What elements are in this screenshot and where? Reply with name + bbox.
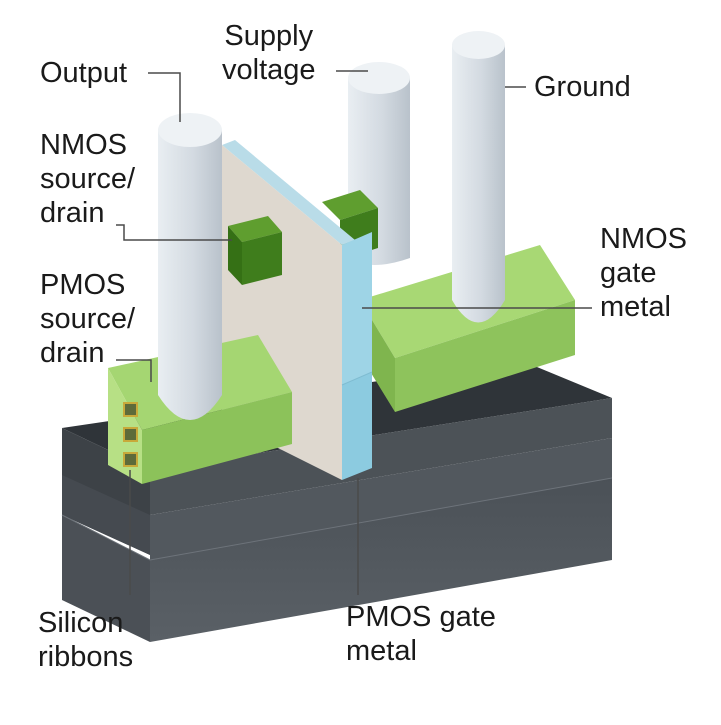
label-supply-voltage: Supply voltage — [222, 20, 316, 86]
label-nmos-source-drain: NMOS source/ drain — [40, 129, 136, 229]
label-silicon-ribbons: Silicon ribbons — [38, 607, 134, 673]
output-pillar — [158, 113, 222, 420]
label-pmos-gate-metal: PMOS gate metal — [346, 601, 496, 667]
label-output: Output — [40, 57, 128, 89]
ground-pillar — [452, 31, 505, 323]
label-nmos-gate-metal: NMOS gate metal — [600, 223, 687, 323]
nmos-source-drain-front — [228, 216, 282, 285]
silicon-ribbons — [123, 402, 138, 467]
leader-pmos-sd — [116, 359, 152, 382]
leader-output — [148, 72, 181, 122]
leader-nmos-sd — [116, 224, 232, 241]
label-ground: Ground — [534, 71, 631, 103]
label-pmos-source-drain: PMOS source/ drain — [40, 269, 136, 369]
leader-lines — [116, 70, 592, 595]
